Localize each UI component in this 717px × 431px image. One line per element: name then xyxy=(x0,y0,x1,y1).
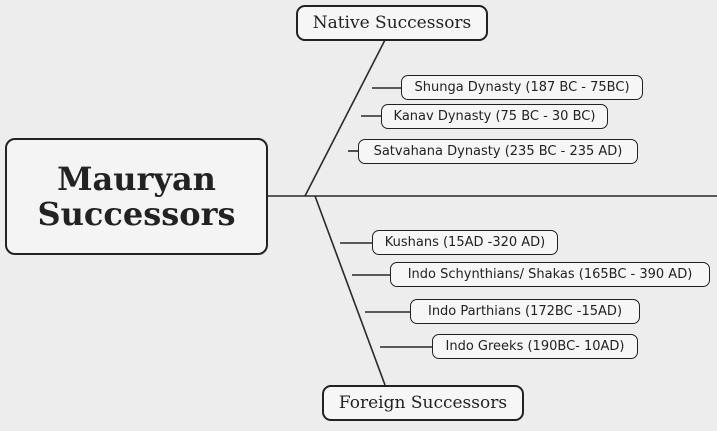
native-item-kanav: Kanav Dynasty (75 BC - 30 BC) xyxy=(381,104,608,129)
foreign-item-shakas: Indo Schynthians/ Shakas (165BC - 390 AD… xyxy=(390,262,710,287)
root-title-line1: Mauryan xyxy=(57,159,216,198)
root-node: Mauryan Successors xyxy=(5,138,268,255)
root-title-line2: Successors xyxy=(37,194,236,233)
native-item-satvahana: Satvahana Dynasty (235 BC - 235 AD) xyxy=(358,139,638,164)
foreign-item-label: Indo Parthians (172BC -15AD) xyxy=(427,304,623,319)
foreign-item-label: Indo Greeks (190BC- 10AD) xyxy=(445,339,625,354)
native-item-label: Kanav Dynasty (75 BC - 30 BC) xyxy=(393,109,596,124)
native-item-shunga: Shunga Dynasty (187 BC - 75BC) xyxy=(401,75,643,100)
foreign-item-parthians: Indo Parthians (172BC -15AD) xyxy=(410,299,640,324)
foreign-item-greeks: Indo Greeks (190BC- 10AD) xyxy=(432,334,638,359)
native-successors-node: Native Successors xyxy=(296,5,488,41)
foreign-successors-label: Foreign Successors xyxy=(338,393,508,413)
foreign-successors-node: Foreign Successors xyxy=(322,385,524,421)
native-successors-label: Native Successors xyxy=(312,13,472,33)
native-item-label: Satvahana Dynasty (235 BC - 235 AD) xyxy=(373,144,623,159)
native-item-label: Shunga Dynasty (187 BC - 75BC) xyxy=(414,80,630,95)
foreign-branch xyxy=(314,195,386,386)
foreign-item-label: Indo Schynthians/ Shakas (165BC - 390 AD… xyxy=(407,267,693,282)
foreign-item-kushans: Kushans (15AD -320 AD) xyxy=(372,230,558,255)
native-branch xyxy=(304,39,386,197)
foreign-item-label: Kushans (15AD -320 AD) xyxy=(384,235,546,250)
